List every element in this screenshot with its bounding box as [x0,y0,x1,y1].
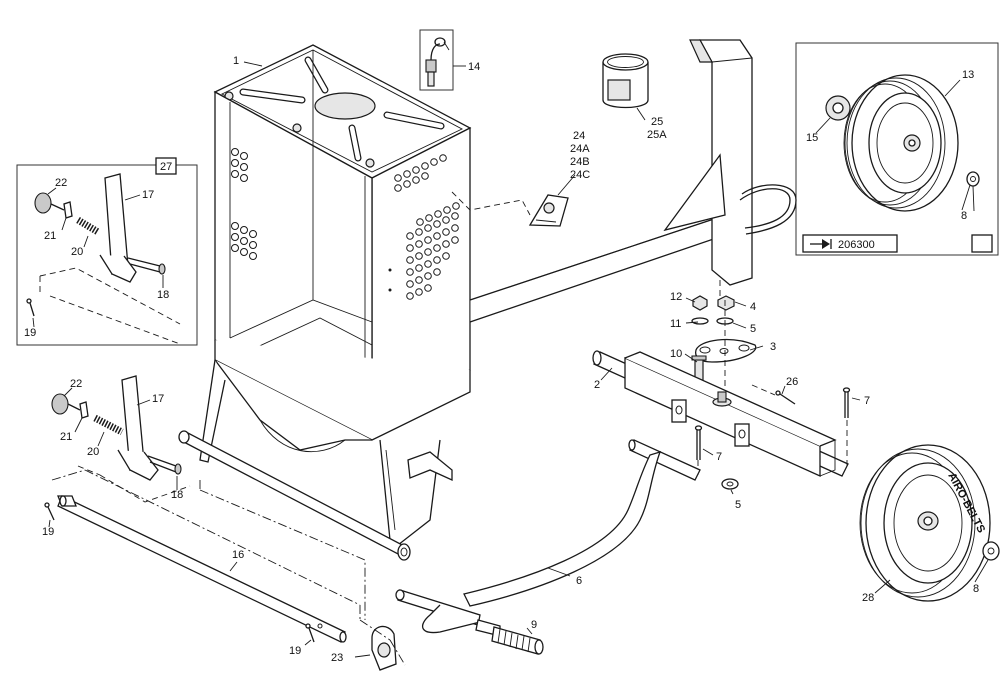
callout-8a: 8 [961,210,967,222]
wheel-kit-part-number: 206300 [838,239,875,251]
wheel-28: AIRO-BELTS [859,444,991,602]
callout-18b: 18 [171,489,183,501]
lever-assembly-inset [26,173,181,345]
inset-valve-frame [419,29,454,91]
pin-26 [775,390,796,405]
callout-8b: 8 [973,583,979,595]
callout-7b: 7 [864,395,870,407]
callout-7a: 7 [716,451,722,463]
callout-10: 10 [670,348,682,360]
callout-24: 24 [573,130,585,142]
callout-4: 4 [750,301,756,313]
callout-28: 28 [862,592,874,604]
callout-24A: 24A [570,143,590,155]
pin-7b [842,387,851,418]
pin-19b [44,502,55,521]
container-25 [602,53,649,109]
leaders [32,61,989,658]
decal-24 [528,194,569,227]
callout-21a: 21 [44,230,56,242]
callout-11: 11 [670,318,681,330]
callout-12: 12 [670,291,682,303]
callout-24C: 24C [570,169,590,181]
callout-25A: 25A [647,129,667,141]
callout-27: 27 [160,161,172,173]
callout-19c: 19 [289,645,301,657]
bearing-23 [371,625,397,671]
callout-22b: 22 [70,378,82,390]
callout-17b: 17 [152,393,164,405]
callout-6: 6 [576,575,582,587]
pin-19c [305,623,315,643]
axle-2 [592,350,849,478]
callout-5a: 5 [750,323,756,335]
callout-14: 14 [468,61,480,73]
callout-22a: 22 [55,177,67,189]
main-frame [178,39,797,561]
callout-3: 3 [770,341,776,353]
bearing-15 [825,95,851,121]
washer-8a [966,171,980,187]
callout-23: 23 [331,652,343,664]
lever-assembly-lower [51,375,182,481]
washer-5b [721,478,739,490]
callout-2: 2 [594,379,600,391]
callout-19a: 19 [24,327,36,339]
callouts: 1 2 3 4 5 5 6 7 7 8 8 9 10 11 12 13 14 1… [24,55,979,664]
callout-18a: 18 [157,289,169,301]
inset-wheel-frame: 206300 [795,42,999,256]
inset-kit-frame: 27 [16,157,198,346]
callout-1: 1 [233,55,239,67]
tow-handle-6 [395,439,701,637]
wheel-13 [843,74,959,212]
callout-13: 13 [962,69,974,81]
washer-8b [982,541,1000,561]
rod-16 [57,495,347,643]
callout-20b: 20 [87,446,99,458]
callout-5b: 5 [735,499,741,511]
callout-19b: 19 [42,526,54,538]
hopper [199,44,472,546]
callout-26: 26 [786,376,798,388]
pin-7a [694,425,703,460]
callout-16: 16 [232,549,244,561]
callout-24B: 24B [570,156,590,168]
callout-15: 15 [806,132,818,144]
callout-17a: 17 [142,189,154,201]
callout-25: 25 [651,116,663,128]
callout-20a: 20 [71,246,83,258]
callout-9: 9 [531,619,537,631]
grip-9 [491,626,544,655]
callout-21b: 21 [60,431,72,443]
